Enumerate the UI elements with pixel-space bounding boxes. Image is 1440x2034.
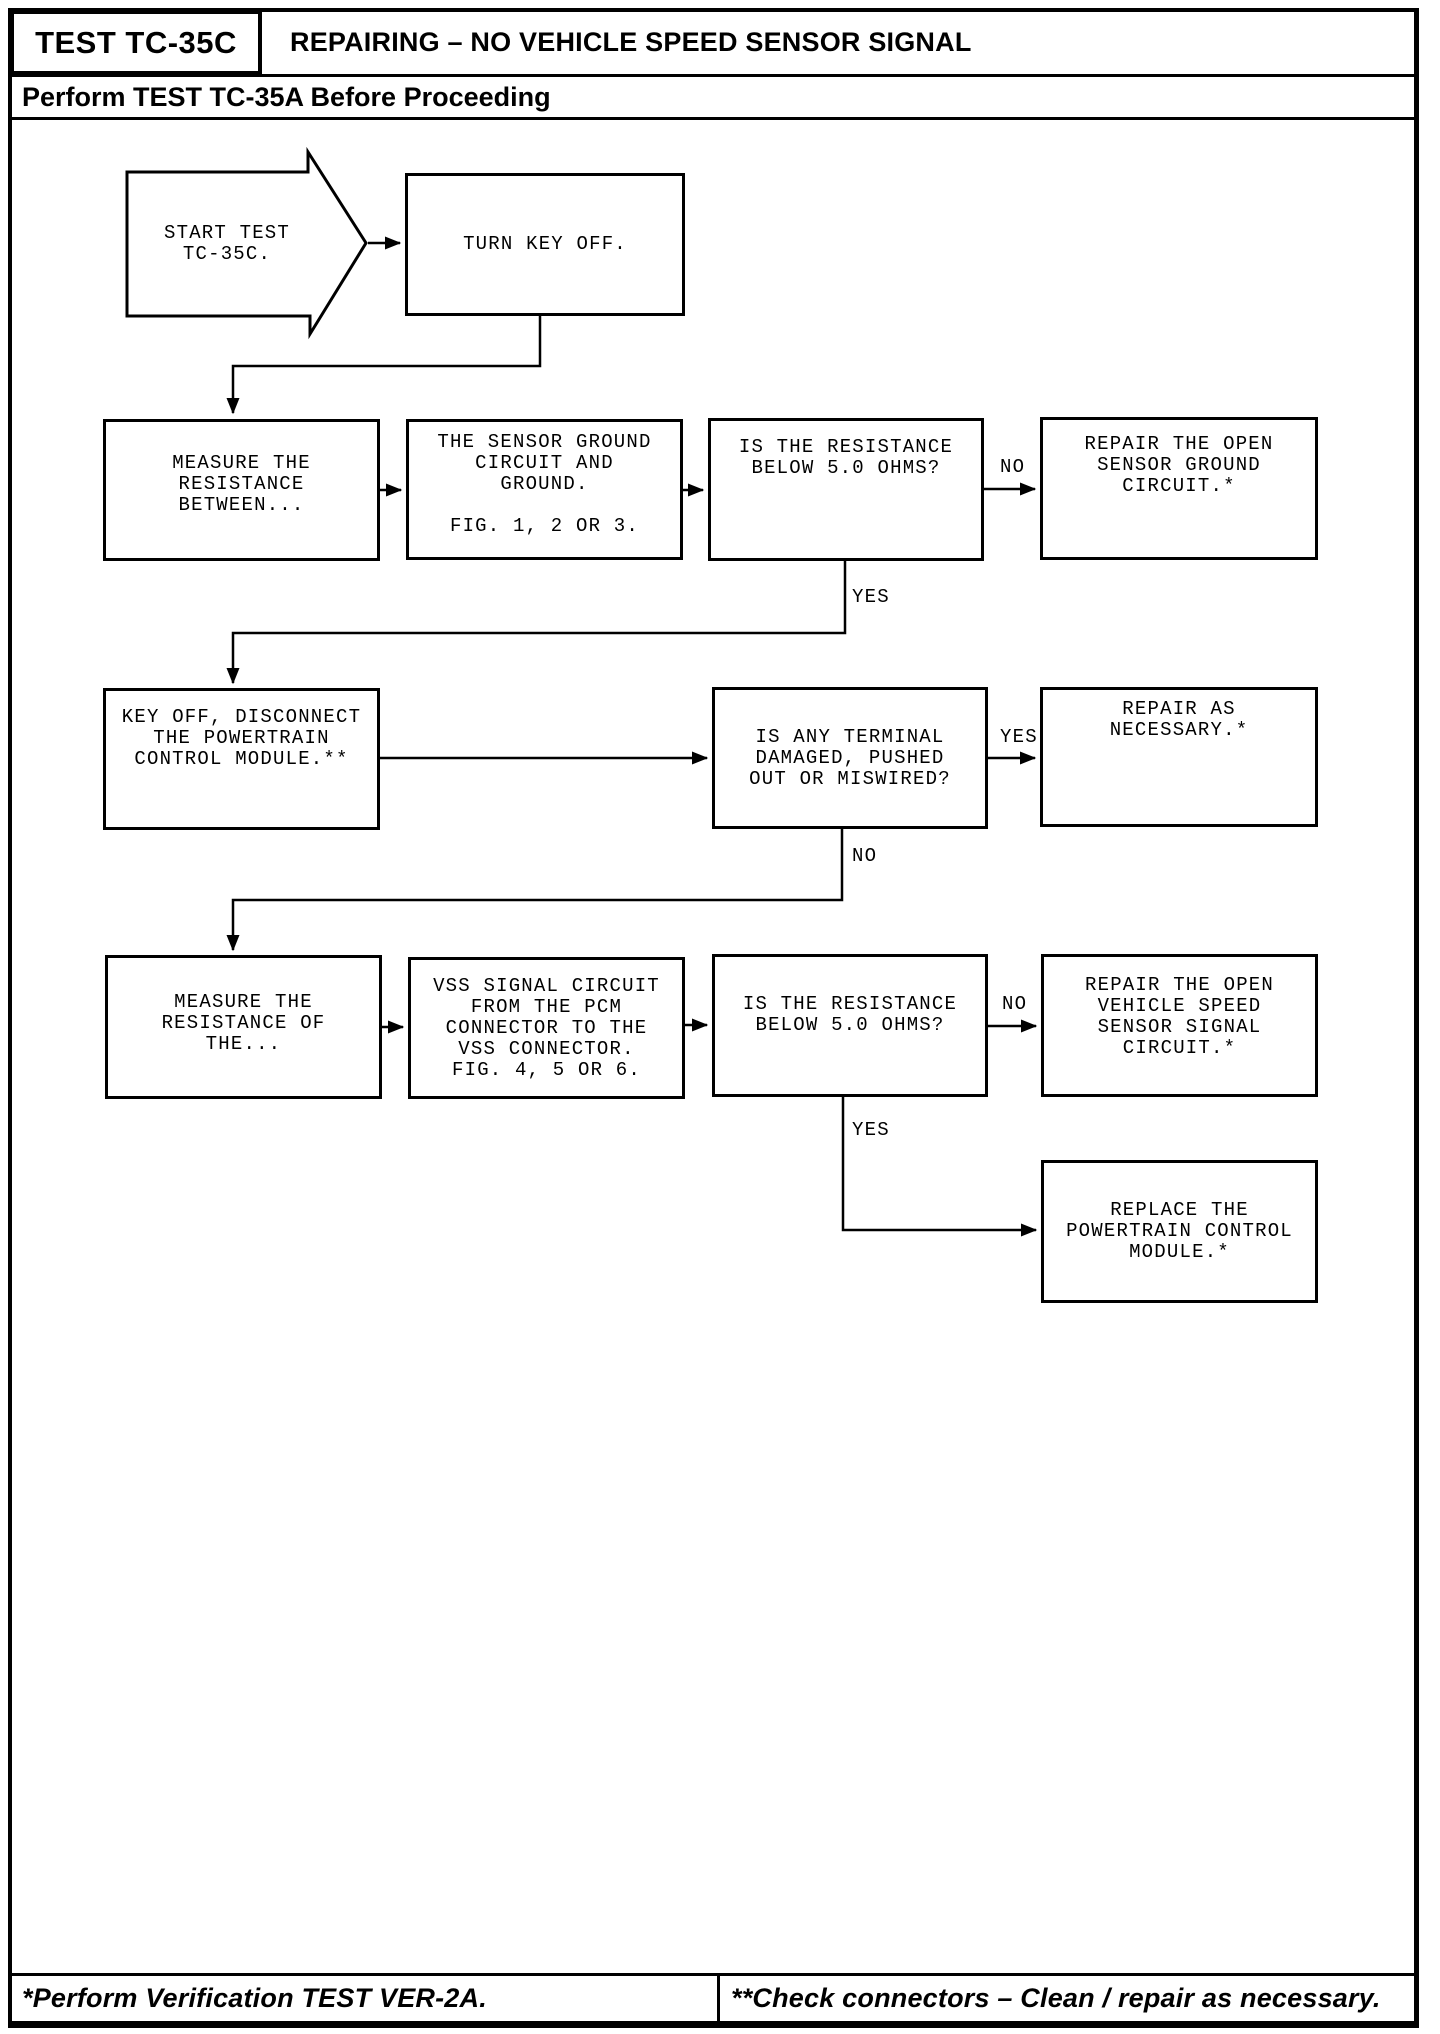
- page-title: REPAIRING – NO VEHICLE SPEED SENSOR SIGN…: [290, 27, 972, 57]
- branch-label-no-3: NO: [1002, 993, 1028, 1015]
- node-start: START TEST TC-35C.: [163, 222, 291, 265]
- node-key-off-disconnect-pcm: KEY OFF, DISCONNECT THE POWERTRAIN CONTR…: [103, 688, 380, 830]
- node-measure-resistance-between: MEASURE THE RESISTANCE BETWEEN...: [103, 419, 380, 561]
- branch-label-yes-2: YES: [1000, 726, 1038, 748]
- node-measure-resistance-of: MEASURE THE RESISTANCE OF THE...: [105, 955, 382, 1099]
- node-replace-pcm: REPLACE THE POWERTRAIN CONTROL MODULE.*: [1041, 1160, 1318, 1303]
- page-border: [8, 8, 1419, 2028]
- header-rule-top: [8, 74, 1419, 77]
- node-resistance-below-5-ohms-1: IS THE RESISTANCE BELOW 5.0 OHMS?: [708, 418, 984, 561]
- footer-band: [8, 1973, 1419, 2023]
- footer-divider: [717, 1973, 720, 2023]
- node-vss-signal-circuit: VSS SIGNAL CIRCUIT FROM THE PCM CONNECTO…: [408, 957, 685, 1099]
- branch-label-no-2: NO: [852, 845, 878, 867]
- node-repair-open-sensor-ground: REPAIR THE OPEN SENSOR GROUND CIRCUIT.*: [1040, 417, 1318, 560]
- test-id-box: TEST TC-35C: [10, 10, 262, 75]
- node-resistance-below-5-ohms-2: IS THE RESISTANCE BELOW 5.0 OHMS?: [712, 954, 988, 1097]
- node-terminal-damaged: IS ANY TERMINAL DAMAGED, PUSHED OUT OR M…: [712, 687, 988, 829]
- footer-note-verification: *Perform Verification TEST VER-2A.: [22, 1982, 487, 2013]
- node-repair-as-necessary: REPAIR AS NECESSARY.*: [1040, 687, 1318, 827]
- page-subtitle: Perform TEST TC-35A Before Proceeding: [22, 82, 551, 112]
- branch-label-yes-3: YES: [852, 1119, 890, 1141]
- node-sensor-ground-circuit: THE SENSOR GROUND CIRCUIT AND GROUND. FI…: [406, 419, 683, 560]
- header-rule-bottom: [8, 117, 1419, 120]
- node-repair-open-vss-signal: REPAIR THE OPEN VEHICLE SPEED SENSOR SIG…: [1041, 954, 1318, 1097]
- branch-label-no-1: NO: [1000, 456, 1026, 478]
- branch-label-yes-1: YES: [852, 586, 890, 608]
- node-turn-key-off: TURN KEY OFF.: [405, 173, 685, 316]
- test-id-label: TEST TC-35C: [35, 24, 237, 60]
- footer-note-connectors: **Check connectors – Clean / repair as n…: [731, 1982, 1381, 2013]
